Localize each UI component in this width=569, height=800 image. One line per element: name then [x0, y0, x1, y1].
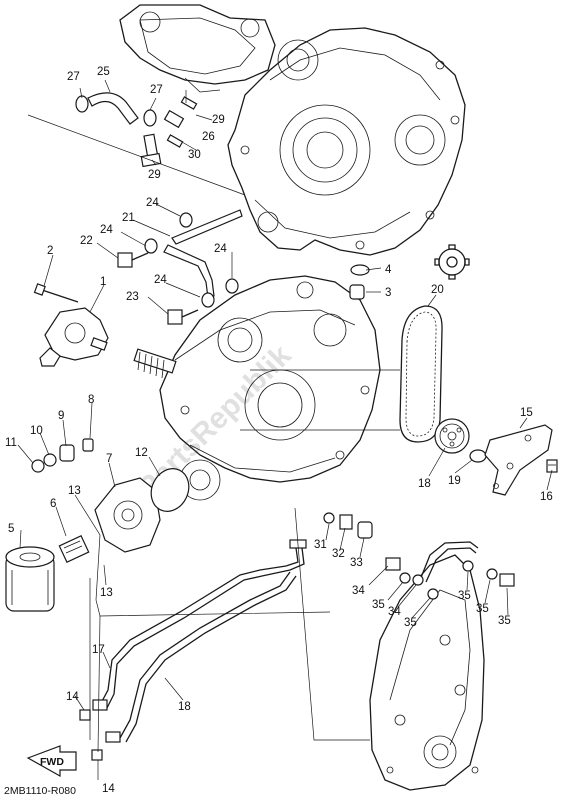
chain-guide: [484, 424, 553, 496]
callout-26: 26: [202, 131, 215, 143]
callout-31: 32: [332, 548, 345, 560]
clamp-27: [75, 95, 157, 127]
callout-18: 18: [178, 701, 191, 713]
callout-12: 12: [135, 447, 148, 459]
oil-pipe-upper: [419, 541, 479, 583]
leader-lines: [17, 79, 553, 780]
callout-32: 33: [350, 557, 363, 569]
callout-24: 24: [146, 197, 159, 209]
callout-24: 24: [100, 224, 113, 236]
callout-19: 18: [418, 478, 431, 490]
water-pipe-22b: [163, 244, 215, 299]
water-pump: [39, 307, 109, 367]
callout-27: 27: [150, 84, 163, 96]
callout-35: 35: [372, 599, 385, 611]
callout-14: 14: [66, 691, 79, 703]
callout-34: 34: [352, 585, 365, 597]
oil-pipes: [92, 539, 307, 743]
oil-filter: [5, 546, 55, 612]
callout-24: 24: [214, 243, 227, 255]
callout-10: 10: [30, 425, 43, 437]
bolt-2: [33, 283, 79, 303]
gasket-24: [144, 212, 239, 308]
cylinder-block: [119, 4, 276, 93]
callout-22: 21: [122, 212, 135, 224]
callout-30: 31: [314, 539, 327, 551]
washer-20: [469, 449, 487, 463]
callout-21: 20: [431, 284, 444, 296]
callout-35: 35: [404, 617, 417, 629]
fwd-arrow-icon: FWD: [26, 745, 77, 778]
callout-16: 16: [540, 491, 553, 503]
timing-chain: [399, 305, 443, 443]
small-parts-left: [31, 438, 94, 473]
callout-29: 30: [188, 149, 201, 161]
crankshaft-stub: [133, 348, 177, 379]
callout-34: 35: [498, 615, 511, 627]
side-cover: [369, 554, 485, 791]
callout-25: 25: [97, 66, 110, 78]
bolt-16: [546, 459, 558, 473]
callout-2: 2: [47, 245, 53, 257]
fitting-26: [163, 96, 198, 148]
bolt-23: [117, 252, 199, 325]
bolt-28: [140, 133, 162, 168]
callout-15: 15: [520, 407, 533, 419]
callout-17: 17: [92, 644, 105, 656]
plug-3: [349, 264, 370, 300]
callout-29: 29: [212, 114, 225, 126]
callout-23: 22: [80, 235, 93, 247]
oil-pump-body: [94, 477, 161, 553]
callout-13: 13: [100, 587, 113, 599]
small-parts-right: [385, 557, 515, 600]
callout-28: 29: [148, 169, 161, 181]
callout-35: 35: [476, 603, 489, 615]
callout-5: 5: [8, 523, 14, 535]
crankcase-right: [227, 27, 466, 256]
callout-6: 6: [50, 498, 56, 510]
fwd-label: FWD: [40, 756, 64, 768]
reference-code: 2MB1110-R080: [4, 785, 76, 797]
callout-13: 13: [68, 485, 81, 497]
callout-27: 27: [67, 71, 80, 83]
callout-1: 1: [100, 276, 106, 288]
small-parts-center: [323, 512, 373, 539]
callout-9: 9: [58, 410, 64, 422]
fitting-6: [58, 534, 90, 564]
callout-numbers: 27 25 27 29 26 30 29 24 21 24 22 24 24 2…: [5, 66, 553, 795]
callout-23: 23: [126, 291, 139, 303]
callout-14: 14: [102, 783, 115, 795]
callout-4: 4: [385, 264, 392, 276]
gear-icon: [434, 244, 470, 280]
water-pipe-22: [171, 209, 243, 245]
callout-20: 19: [448, 475, 461, 487]
o-ring-12: [150, 468, 190, 512]
callout-24: 24: [154, 274, 167, 286]
callout-35: 35: [458, 590, 471, 602]
callout-11: 11: [5, 437, 17, 449]
callout-3: 3: [385, 287, 391, 299]
callout-33: 34: [388, 606, 401, 618]
hose-25: [87, 92, 139, 125]
sprocket: [434, 418, 470, 454]
callout-8: 8: [88, 394, 94, 406]
callout-7: 7: [106, 453, 112, 465]
